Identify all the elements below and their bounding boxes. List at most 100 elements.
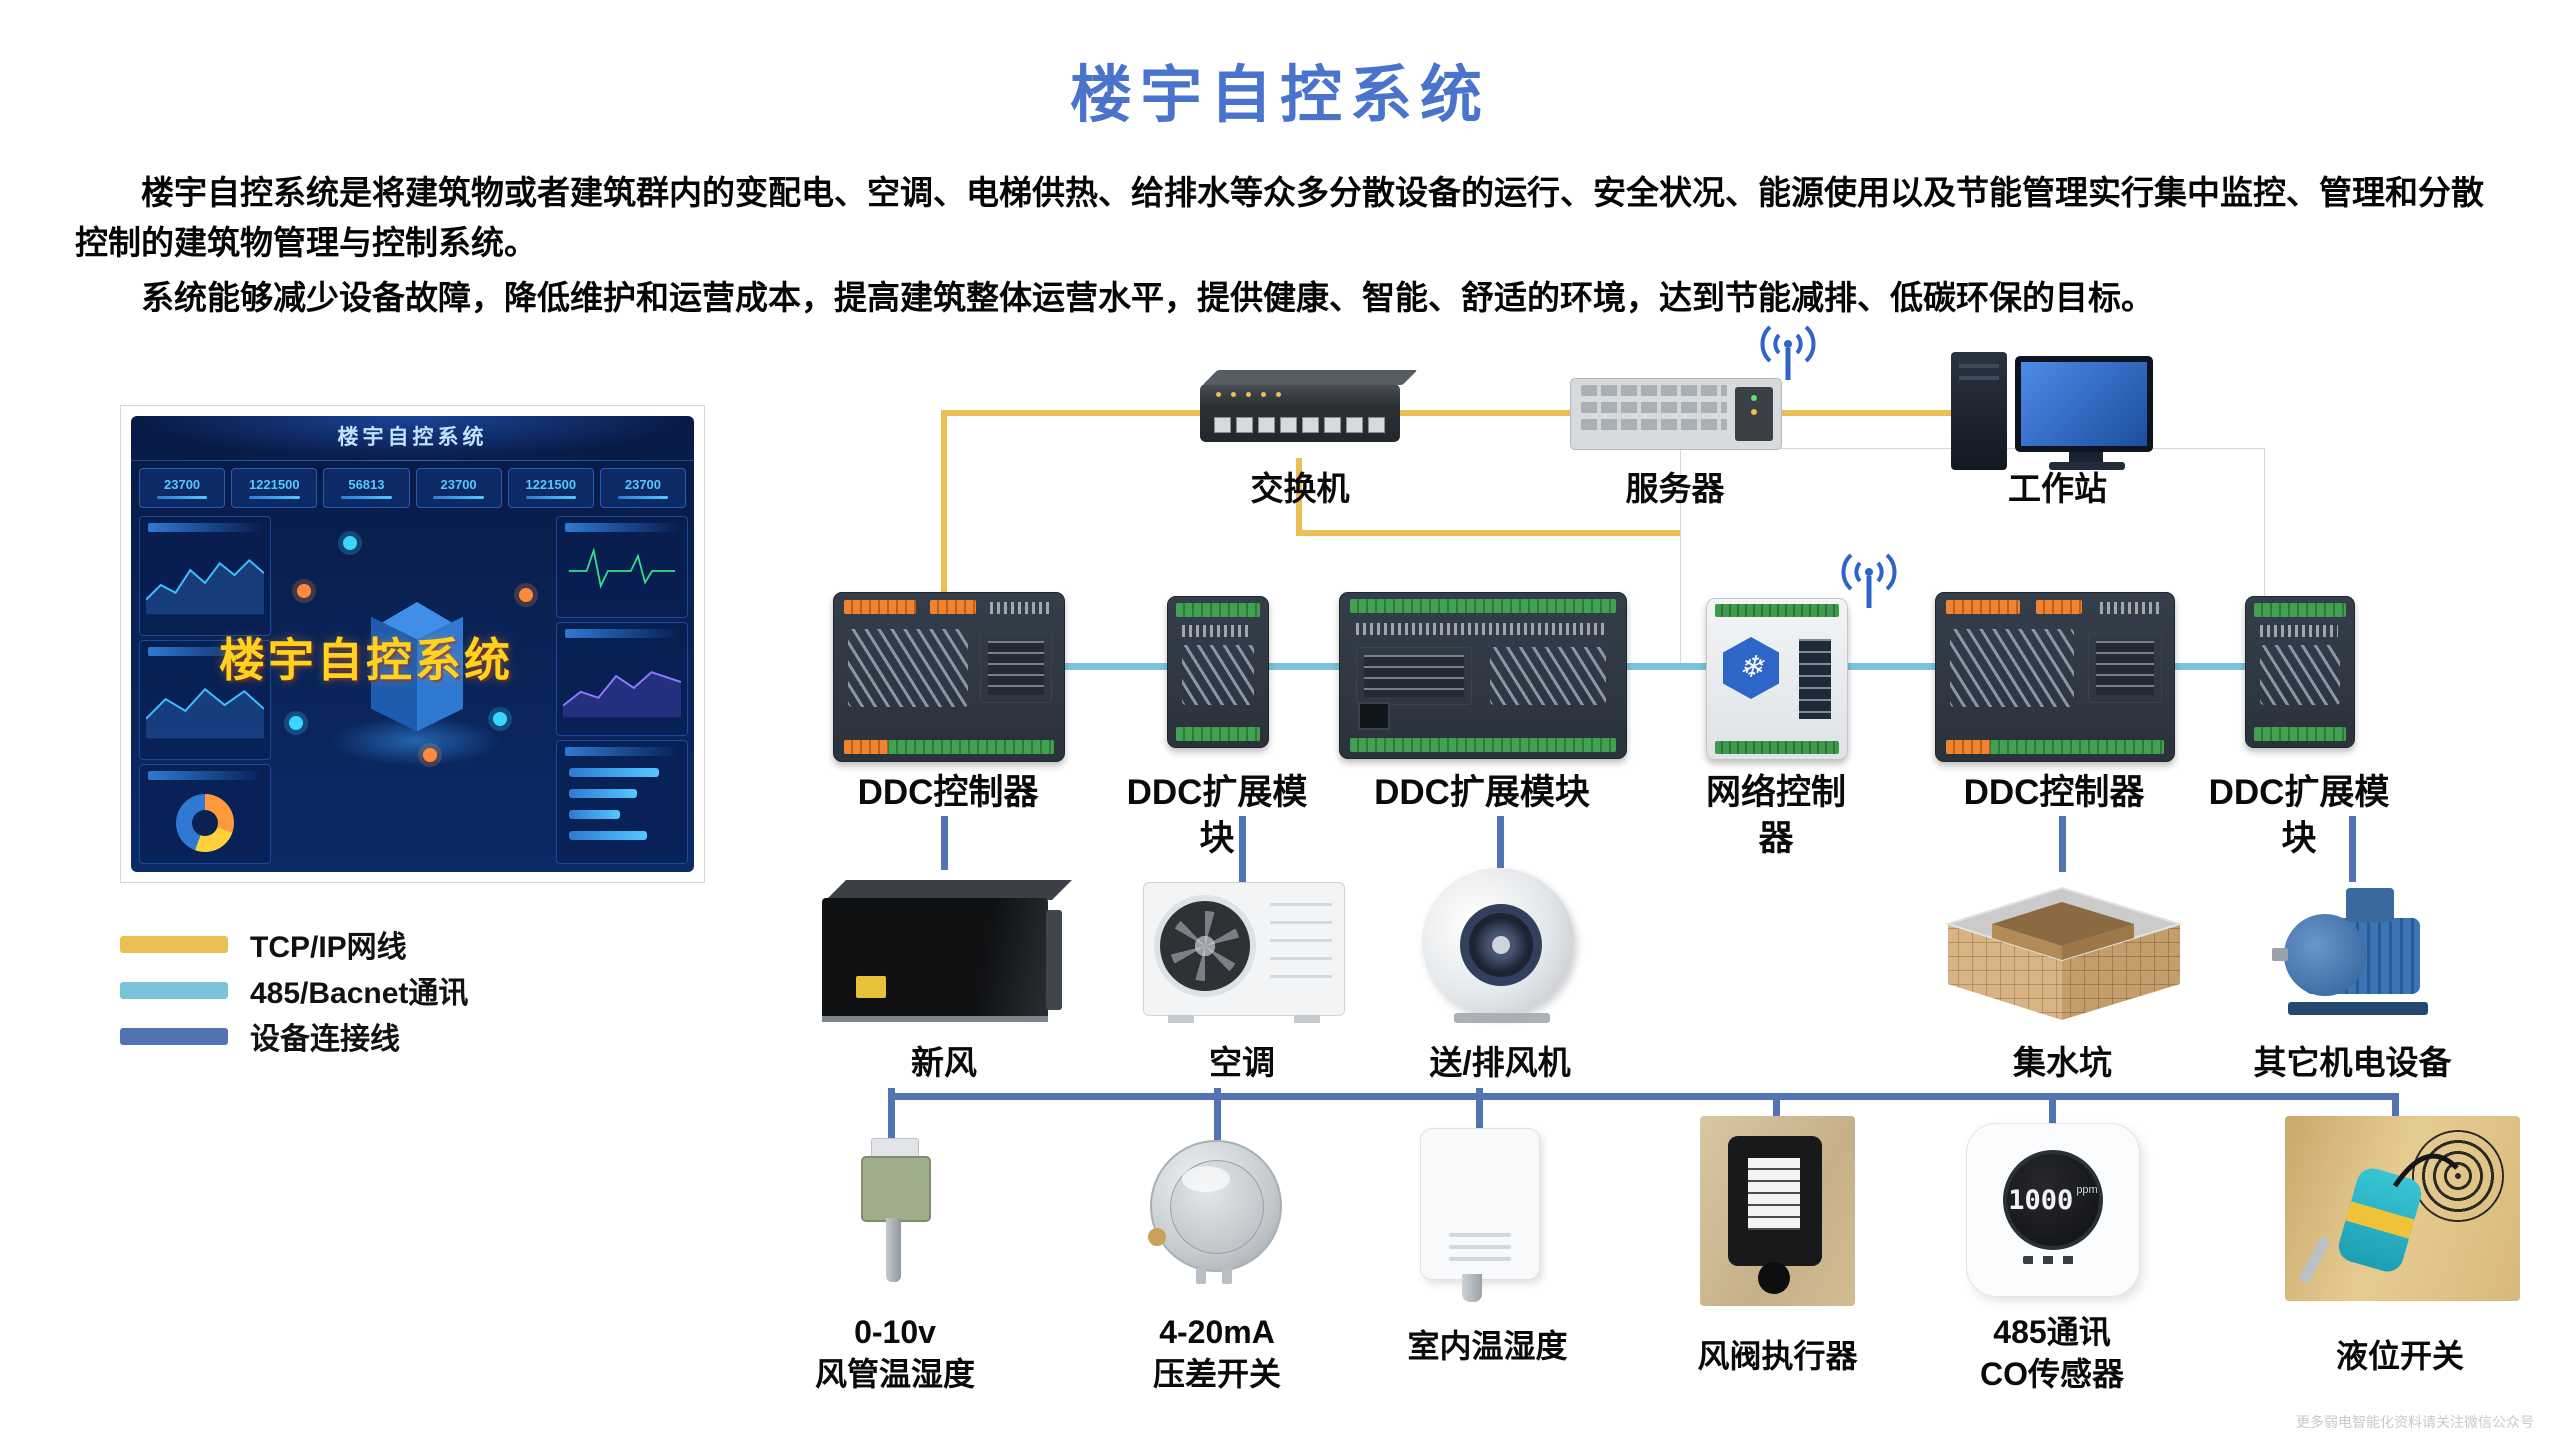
dashboard-overlay-title: 楼宇自控系统 <box>219 633 513 687</box>
indoor-sensor-probe <box>1462 1274 1482 1302</box>
legend-label: 设备连接线 <box>250 1023 400 1056</box>
sump-pit-label: 集水坑 <box>2013 1044 2112 1081</box>
bacnet-line <box>1267 663 1339 670</box>
network-controller-image: ❄ <box>1706 598 1848 760</box>
ddc-controller-2-image <box>1935 592 2175 762</box>
dashboard-stats-row: 23700 1221500 56813 23700 1221500 23700 <box>139 468 687 508</box>
wifi-icon <box>1841 553 1897 608</box>
node-dot <box>423 748 437 762</box>
co-sensor-image: 1000 ppm <box>1966 1123 2140 1297</box>
legend-item-device: 设备连接线 <box>120 1014 400 1058</box>
stat-value: 1221500 <box>248 477 300 492</box>
pc-tower <box>1951 352 2007 470</box>
ddc-expansion-1-image <box>1167 596 1269 748</box>
exhaust-fan-image <box>1400 868 1600 1023</box>
legend-item-bacnet: 485/Bacnet通讯 <box>120 968 468 1012</box>
fresh-air-label: 新风 <box>911 1044 977 1081</box>
device-bus-line <box>888 1093 2399 1100</box>
duct-sensor-image <box>835 1138 953 1298</box>
workstation-image <box>1951 352 2161 472</box>
ddc-expansion-3-image <box>2245 596 2355 748</box>
stat-value: 23700 <box>624 477 662 492</box>
air-conditioner-label: 空调 <box>1209 1044 1275 1081</box>
fresh-air-unit-image <box>822 876 1072 1026</box>
bacnet-line <box>1625 663 1706 670</box>
sump-pit-image <box>1944 886 2184 1020</box>
dashboard-header-title: 楼宇自控系统 <box>131 416 694 461</box>
co-sensor-label: 485通讯 CO传感器 <box>1979 1314 2124 1392</box>
damper-actuator-image <box>1700 1116 1855 1306</box>
stat-box: 1221500 <box>231 468 318 508</box>
tcpip-line <box>1296 530 1780 536</box>
donut-chart <box>176 794 234 852</box>
stat-box: 23700 <box>139 468 226 508</box>
node-dot <box>493 712 507 726</box>
dashboard-donut-panel <box>139 764 271 864</box>
ddc-controller-2-label: DDC控制器 <box>1963 773 2145 812</box>
legend-item-tcpip: TCP/IP网线 <box>120 922 407 966</box>
watermark: 更多弱电智能化资料请关注微信公众号 <box>2296 1414 2534 1430</box>
tcpip-line <box>1296 458 1302 536</box>
bacnet-line <box>2173 663 2245 670</box>
stat-value: 23700 <box>440 477 477 492</box>
switch-image <box>1200 384 1400 442</box>
co-sensor-display: 1000 ppm <box>2003 1150 2103 1250</box>
damper-actuator-label: 风阀执行器 <box>1697 1338 1858 1374</box>
stat-value: 56813 <box>348 477 385 492</box>
intro-paragraph-2: 系统能够减少设备故障，降低维护和运营成本，提高建筑整体运营水平，提供健康、智能、… <box>141 279 2154 316</box>
node-dot <box>297 584 311 598</box>
node-dot <box>343 536 357 550</box>
device-line <box>1476 1088 1483 1128</box>
ddc-controller-1-label: DDC控制器 <box>857 773 1039 812</box>
level-switch-image <box>2285 1116 2520 1301</box>
stat-box: 1221500 <box>507 468 594 508</box>
ddc-expansion-1-label: DDC扩展模块 <box>1126 773 1308 858</box>
ddc-controller-1-image <box>833 592 1065 762</box>
intro-text: 楼宇自控系统是将建筑物或者建筑群内的变配电、空调、电梯供热、给排水等众多分散设备… <box>75 168 2495 329</box>
dashboard-chart-panel <box>139 640 271 760</box>
server-label: 服务器 <box>1625 470 1725 507</box>
device-line <box>1773 1093 1780 1120</box>
legend-label: 485/Bacnet通讯 <box>250 977 469 1010</box>
device-line <box>1214 1088 1221 1140</box>
device-line <box>1497 816 1504 868</box>
stat-box: 56813 <box>323 468 410 508</box>
device-line <box>2059 816 2066 872</box>
stat-value: 23700 <box>164 477 201 492</box>
tcpip-line <box>1780 410 1952 416</box>
dashboard-chart-panel <box>139 516 271 636</box>
stat-value: 1221500 <box>525 477 577 492</box>
dashboard-screen: 楼宇自控系统 23700 1221500 56813 23700 1221500… <box>131 416 694 872</box>
duct-sensor-label: 0-10v 风管温湿度 <box>815 1314 976 1392</box>
node-dot <box>519 588 533 602</box>
node-dot <box>289 716 303 730</box>
snowflake-icon: ❄ <box>1723 637 1779 699</box>
co-value: 1000 <box>2008 1184 2074 1216</box>
level-switch-label: 液位开关 <box>2335 1338 2464 1374</box>
legend-swatch-device <box>120 1027 228 1045</box>
cable-coil <box>2412 1130 2504 1222</box>
device-line <box>941 816 948 870</box>
stat-box: 23700 <box>415 468 502 508</box>
legend-swatch-bacnet <box>120 981 228 999</box>
legend-label: TCP/IP网线 <box>250 931 407 964</box>
indoor-sensor-label: 室内温湿度 <box>1407 1328 1568 1364</box>
bacnet-line <box>1063 663 1167 670</box>
wifi-icon <box>1760 325 1816 380</box>
pressure-switch-image <box>1148 1140 1282 1284</box>
air-conditioner-image <box>1143 882 1345 1023</box>
motor-label: 其它机电设备 <box>2253 1044 2452 1081</box>
ddc-expansion-2-label: DDC扩展模块 <box>1374 773 1590 812</box>
co-unit: ppm <box>2076 1184 2098 1196</box>
ac-fan <box>1154 895 1256 997</box>
dashboard-ecg-panel <box>556 516 688 618</box>
bacnet-line <box>1846 663 1935 670</box>
dashboard-screenshot: 楼宇自控系统 23700 1221500 56813 23700 1221500… <box>120 405 705 883</box>
ddc-expansion-2-image <box>1339 592 1627 759</box>
device-line <box>1239 816 1246 882</box>
device-line <box>2392 1093 2399 1120</box>
device-line <box>888 1088 895 1140</box>
indoor-sensor-image <box>1420 1128 1540 1280</box>
ddc-expansion-3-label: DDC扩展模块 <box>2208 773 2390 858</box>
monitor <box>2015 356 2153 452</box>
